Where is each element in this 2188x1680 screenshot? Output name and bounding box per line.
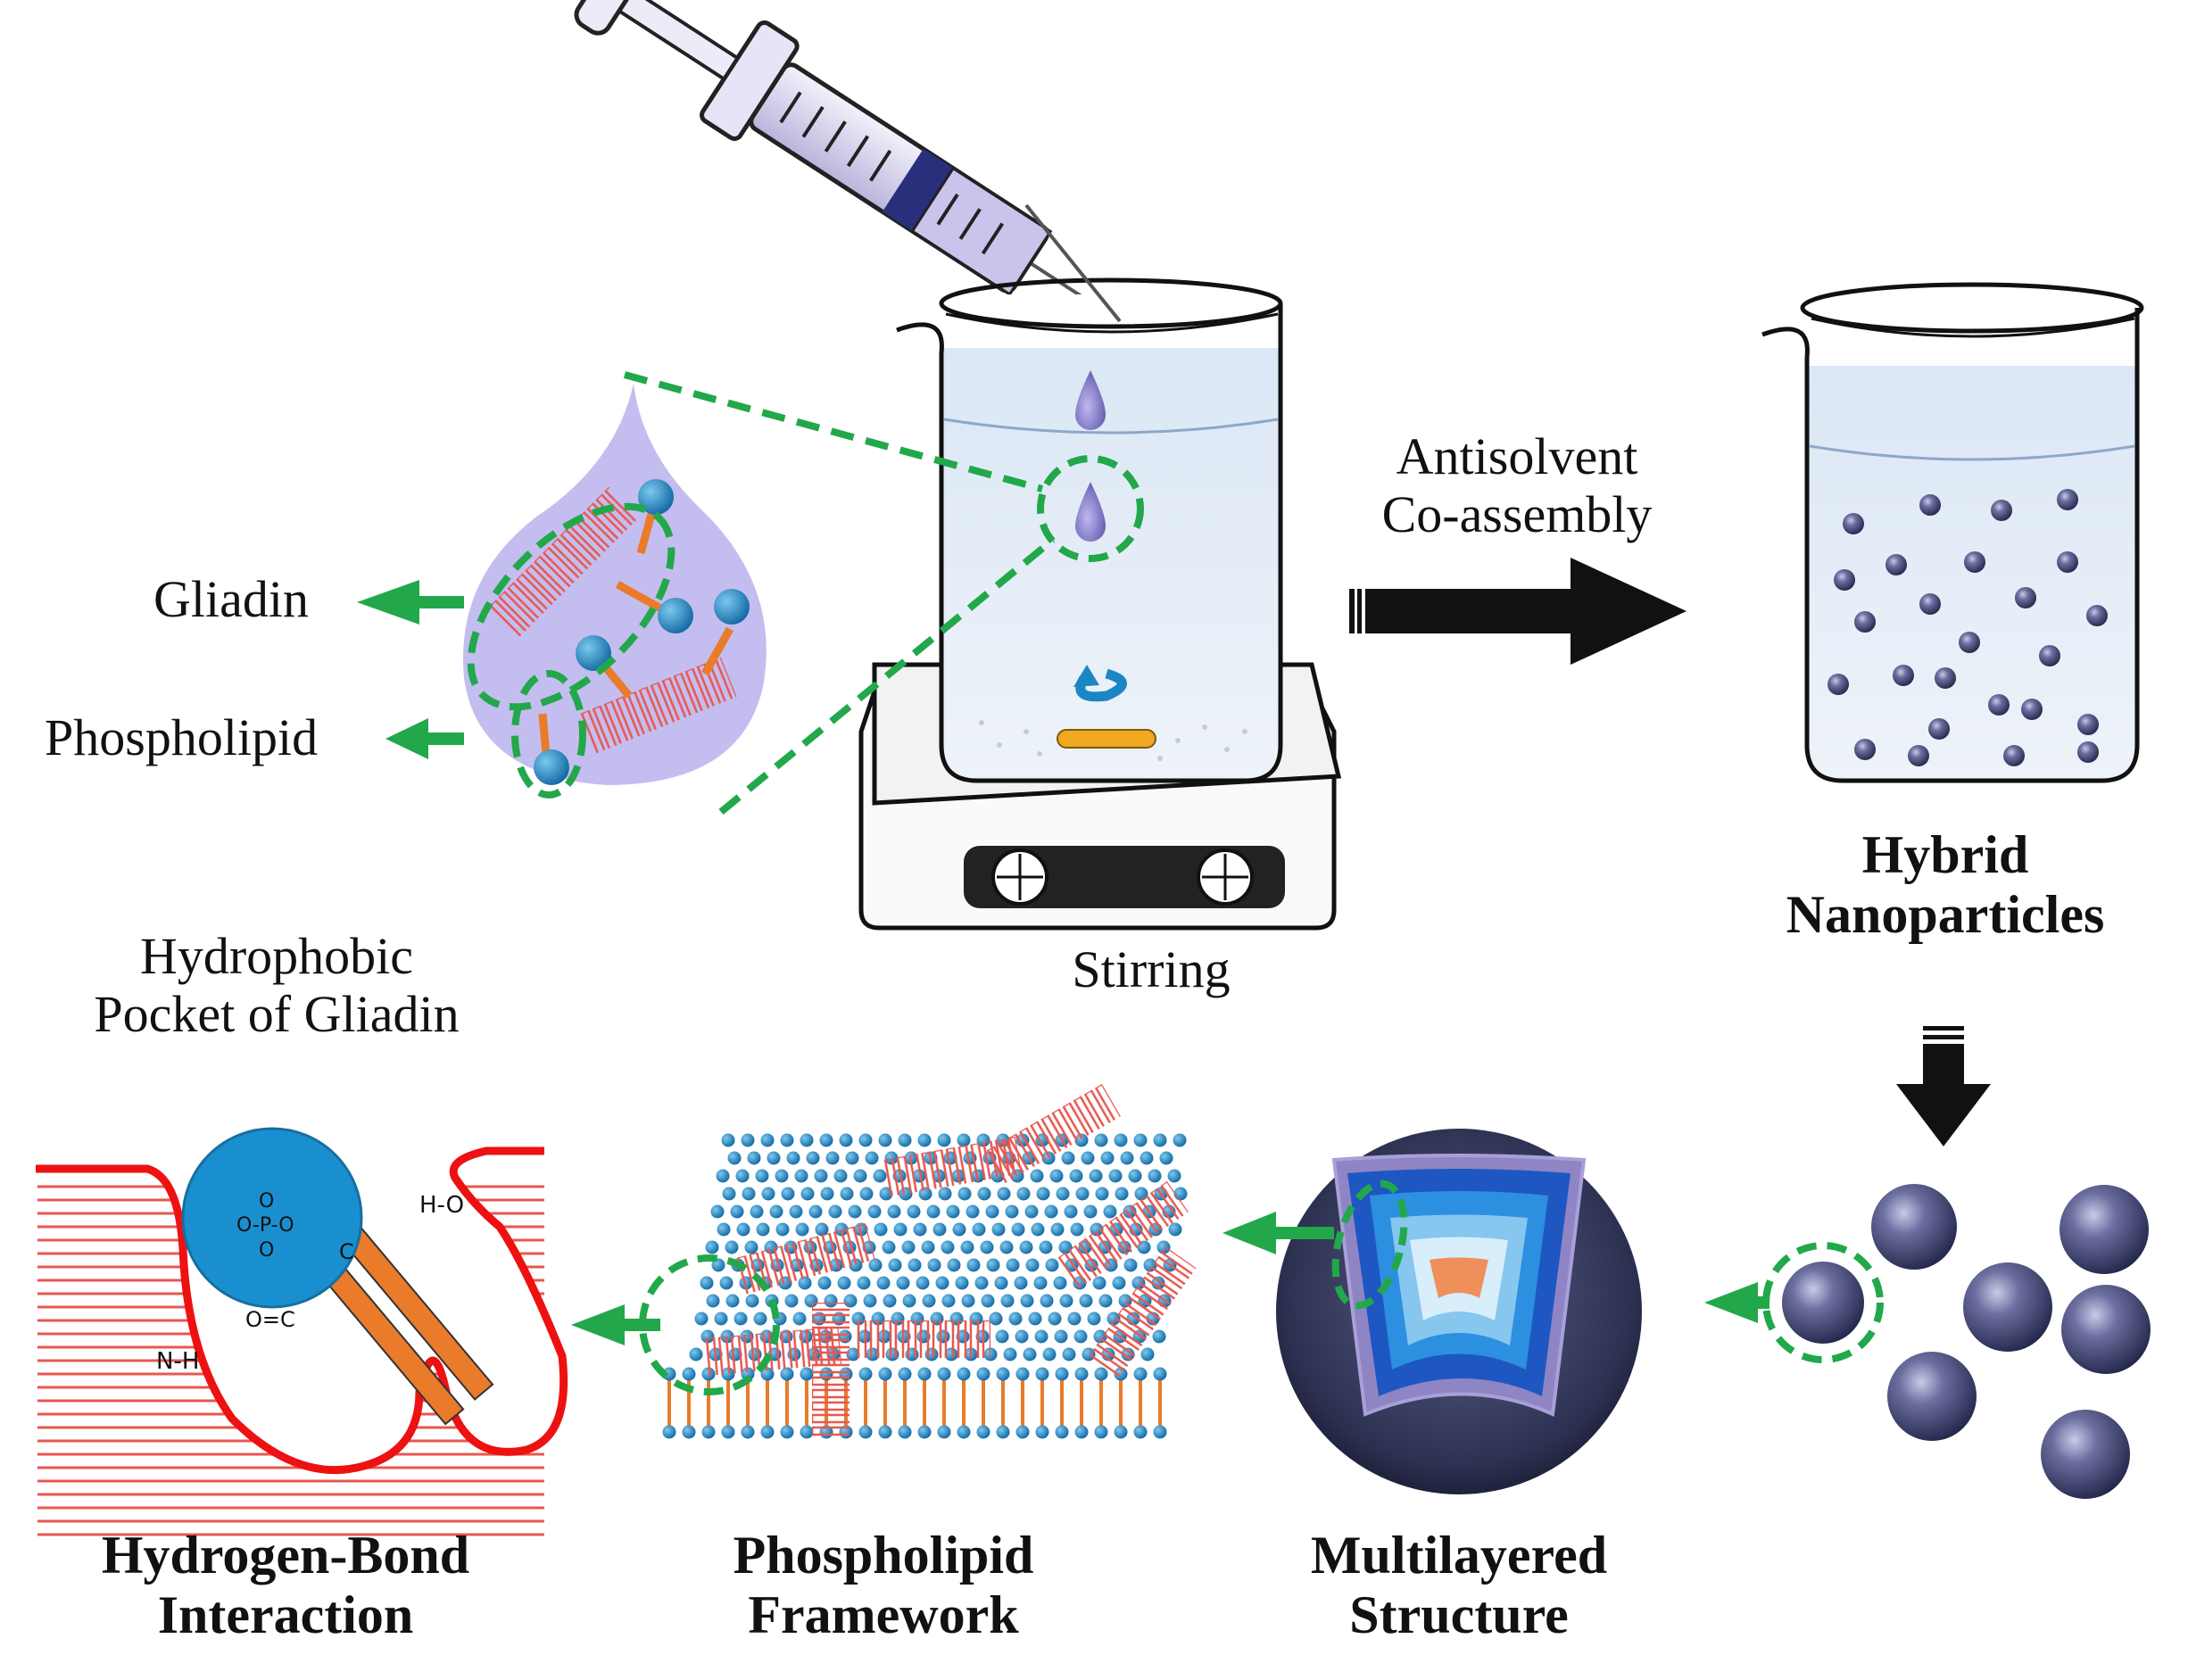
rotation-arrow-icon — [1075, 668, 1127, 702]
nanoparticle-icon — [2077, 741, 2099, 763]
hydrophobic-pocket — [36, 1127, 568, 1536]
droplet-icon — [1075, 370, 1106, 430]
nanoparticle-icon — [1991, 500, 2012, 521]
label-hbond-line1: Hydrogen-Bond — [101, 1526, 470, 1585]
nanoparticle-icon — [2057, 489, 2078, 510]
label-antisolvent-line2: Co-assembly — [1381, 484, 1653, 543]
nanoparticle-icon — [1988, 694, 2010, 716]
nanoparticle-icon — [2086, 605, 2108, 626]
selection-ring — [1037, 455, 1144, 562]
nanoparticle-icon — [1854, 739, 1876, 760]
selection-ring — [511, 670, 586, 799]
label-hybrid-line2: Nanoparticles — [1786, 885, 2105, 945]
nanoparticle-icon — [2015, 587, 2036, 608]
nanoparticle-icon — [2021, 699, 2043, 720]
selection-ring — [1762, 1242, 1884, 1363]
chem-o-top: O — [259, 1190, 275, 1212]
selection-ring — [639, 1254, 780, 1395]
nanoparticle-icon — [1782, 1262, 1864, 1344]
label-multilayered-structure: Multilayered Structure — [1267, 1526, 1651, 1645]
label-framework-line1: Phospholipid — [733, 1526, 1034, 1585]
process-arrow-right — [1349, 558, 1687, 665]
nanoparticle-icon — [1843, 513, 1864, 534]
nanoparticle-icon — [2061, 1285, 2151, 1374]
label-antisolvent-line1: Antisolvent — [1396, 427, 1638, 485]
selection-ring — [1331, 1179, 1408, 1310]
label-antisolvent: Antisolvent Co-assembly — [1356, 427, 1678, 544]
multilayered-sphere — [1222, 1129, 1642, 1494]
nanoparticle-icon — [1893, 665, 1914, 686]
nanoparticle-icon — [1928, 718, 1950, 740]
chem-n-h: N-H — [156, 1348, 200, 1375]
nanoparticle-icon — [1959, 632, 1980, 653]
nanoparticle-icon — [2077, 714, 2099, 735]
nanoparticle-icon — [1885, 554, 1907, 575]
phospholipid-framework — [571, 1084, 1197, 1439]
label-gliadin: Gliadin — [153, 570, 309, 628]
nanoparticle-icon — [1964, 551, 1985, 573]
droplet-zoom — [357, 384, 767, 799]
label-hydrogen-bond: Hydrogen-Bond Interaction — [36, 1526, 535, 1645]
chem-o-p-o: O-P-O — [236, 1214, 294, 1237]
stir-knob-right-icon — [1197, 848, 1254, 906]
lipid-head-icon — [181, 1127, 363, 1309]
chem-h-o: H-O — [419, 1192, 465, 1219]
label-hybrid-nanoparticles: Hybrid Nanoparticles — [1749, 825, 2142, 945]
nanoparticle-icon — [1834, 569, 1855, 591]
nanoparticle-icon — [1919, 494, 1941, 516]
beaker-nanoparticles-icon — [1761, 282, 2144, 783]
nanoparticle-icon — [1871, 1184, 1957, 1270]
nanoparticle-icon — [1827, 674, 1849, 695]
beaker-stirring-icon — [896, 203, 1283, 783]
zoom-line-top — [623, 371, 1044, 492]
chem-c-o: C — [339, 1239, 354, 1264]
nanoparticle-icon — [1919, 593, 1941, 615]
nanoparticle-icon — [1854, 611, 1876, 633]
label-pocket-line2: Pocket of Gliadin — [94, 984, 460, 1043]
label-stirring: Stirring — [1072, 940, 1231, 998]
nanoparticle-cluster — [1704, 1184, 2151, 1499]
zoom-line-bottom — [718, 536, 1056, 815]
stir-knob-left-icon — [991, 848, 1048, 906]
label-multi-line1: Multilayered — [1310, 1526, 1608, 1585]
process-arrow-down — [1896, 1026, 1991, 1146]
selection-ring — [467, 502, 675, 711]
label-phospholipid: Phospholipid — [45, 708, 319, 766]
nanoparticle-icon — [1963, 1262, 2052, 1352]
label-pocket-line1: Hydrophobic — [139, 927, 414, 985]
stir-bar-icon — [1057, 729, 1156, 749]
label-multi-line2: Structure — [1349, 1585, 1569, 1645]
nanoparticle-icon — [1935, 667, 1956, 689]
nanoparticle-icon — [1908, 745, 1929, 766]
label-hydrophobic-pocket: Hydrophobic Pocket of Gliadin — [36, 927, 518, 1044]
nanoparticle-icon — [1887, 1352, 1977, 1441]
droplet-icon — [1075, 482, 1106, 542]
label-framework-line2: Framework — [748, 1585, 1019, 1645]
nanoparticle-icon — [2039, 645, 2060, 666]
chem-o-c: O=C — [245, 1307, 295, 1332]
nanoparticle-icon — [2003, 745, 2025, 766]
label-phospholipid-framework: Phospholipid Framework — [678, 1526, 1089, 1645]
syringe-icon — [574, 0, 1122, 323]
label-hybrid-line1: Hybrid — [1861, 825, 2029, 884]
nanoparticle-icon — [2041, 1410, 2130, 1499]
nanoparticle-icon — [2060, 1185, 2149, 1274]
label-hbond-line2: Interaction — [157, 1585, 414, 1645]
chem-o-bottom: O — [259, 1239, 275, 1262]
nanoparticle-icon — [2057, 551, 2078, 573]
